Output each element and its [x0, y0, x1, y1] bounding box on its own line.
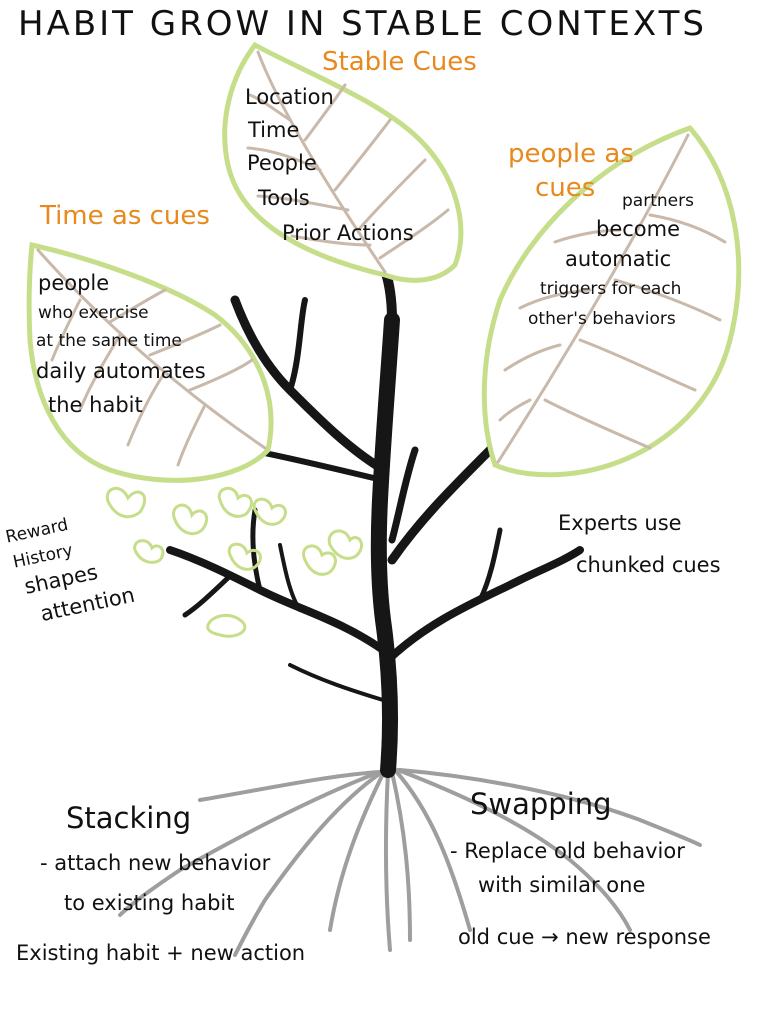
stable-cue-item: People — [247, 151, 317, 175]
leaf-people-as-cues: people as cues partners become automatic… — [481, 125, 742, 478]
stable-cue-item: Time — [247, 118, 299, 142]
note-reward-history: Reward History shapes attention — [4, 515, 137, 626]
root-text-line: - Replace old behavior — [450, 839, 685, 863]
stable-cue-item: Tools — [257, 186, 310, 210]
sprout-leaves — [105, 486, 363, 638]
root-formula: Existing habit + new action — [16, 941, 305, 965]
root-swapping: Swapping - Replace old behavior with sim… — [450, 787, 711, 949]
note-experts: Experts use chunked cues — [558, 511, 721, 577]
root-text-line: - attach new behavior — [40, 851, 271, 875]
roots — [118, 768, 702, 957]
leaf-text-line: people — [38, 271, 109, 295]
leaf-text-line: daily automates — [36, 359, 206, 383]
leaf-text-line: partners — [622, 191, 694, 211]
root-stacking: Stacking - attach new behavior to existi… — [16, 801, 305, 965]
leaf-time-as-cues: Time as cues people who exercise at the … — [26, 201, 274, 483]
root-text-line: to existing habit — [64, 891, 234, 915]
note-line: chunked cues — [576, 553, 721, 577]
root-heading-swapping: Swapping — [470, 787, 612, 821]
root-formula: old cue → new response — [458, 925, 711, 949]
root-heading-stacking: Stacking — [66, 801, 191, 835]
leaf-text-line: other's behaviors — [528, 309, 676, 329]
root-text-line: with similar one — [478, 873, 645, 897]
leaf-text-line: the habit — [48, 393, 143, 417]
leaf-text-line: who exercise — [38, 303, 149, 323]
leaf-heading-stable-cues: Stable Cues — [322, 47, 477, 77]
leaf-text-line: triggers for each — [540, 279, 681, 299]
note-line: Experts use — [558, 511, 682, 535]
leaf-stable-cues: Stable Cues Location Time People Tools P… — [222, 41, 477, 283]
leaf-heading-people-as-cues: people as — [508, 139, 634, 169]
leaf-heading-time-as-cues: Time as cues — [39, 201, 210, 231]
leaf-heading-people-as-cues: cues — [535, 173, 595, 203]
stable-cue-item: Prior Actions — [282, 221, 414, 245]
leaf-text-line: at the same time — [36, 331, 182, 351]
leaf-text-line: automatic — [565, 247, 671, 271]
stable-cue-item: Location — [245, 85, 334, 109]
page-title: HABIT GROW IN STABLE CONTEXTS — [18, 4, 707, 44]
leaf-text-line: become — [596, 217, 680, 241]
